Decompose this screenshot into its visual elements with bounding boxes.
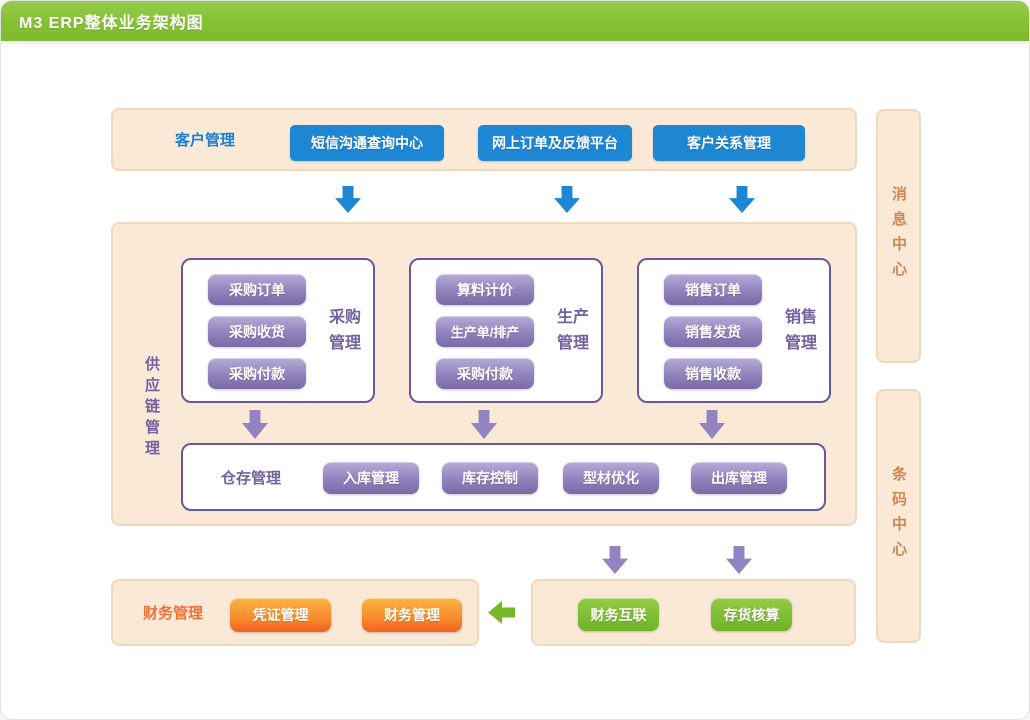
sales-management-group: 销售订单 销售发货 销售收款 销售管理 xyxy=(637,258,831,403)
purchase-receipt-button[interactable]: 采购收货 xyxy=(208,316,306,347)
production-order-scheduling-button[interactable]: 生产单/排产 xyxy=(436,316,534,347)
title-bar: M3 ERP整体业务架构图 xyxy=(1,1,1029,41)
supply-chain-label: 供应链管理 xyxy=(143,356,160,461)
down-arrow-icon xyxy=(554,186,580,213)
down-arrow-icon xyxy=(699,410,725,439)
down-arrow-icon xyxy=(335,186,361,213)
page-title: M3 ERP整体业务架构图 xyxy=(19,15,204,32)
finance-management-button[interactable]: 财务管理 xyxy=(362,598,462,632)
purchase-payment-button[interactable]: 采购付款 xyxy=(436,358,534,389)
barcode-center-panel: 条码中心 xyxy=(876,389,921,643)
inbound-management-button[interactable]: 入库管理 xyxy=(323,462,419,494)
message-center-label: 消息中心 xyxy=(890,186,907,286)
production-management-label: 生产管理 xyxy=(556,308,589,352)
diagram-canvas: 客户管理 短信沟通查询中心 网上订单及反馈平台 客户关系管理 供应链管理 采购订… xyxy=(1,41,1029,719)
purchase-order-button[interactable]: 采购订单 xyxy=(208,274,306,305)
purchase-payment-button[interactable]: 采购付款 xyxy=(208,358,306,389)
message-center-panel: 消息中心 xyxy=(876,109,921,363)
outbound-management-button[interactable]: 出库管理 xyxy=(691,462,787,494)
sales-order-button[interactable]: 销售订单 xyxy=(664,274,762,305)
sales-receipt-button[interactable]: 销售收款 xyxy=(664,358,762,389)
warehouse-management-label: 仓存管理 xyxy=(221,469,282,487)
down-arrow-icon xyxy=(471,410,497,439)
left-arrow-icon xyxy=(488,601,515,624)
voucher-management-button[interactable]: 凭证管理 xyxy=(230,598,331,632)
down-arrow-icon xyxy=(726,546,752,574)
profile-optimization-button[interactable]: 型材优化 xyxy=(563,462,659,494)
down-arrow-icon xyxy=(602,546,628,574)
production-management-group: 算料计价 生产单/排产 采购付款 生产管理 xyxy=(409,258,603,403)
purchase-management-group: 采购订单 采购收货 采购付款 采购管理 xyxy=(181,258,375,403)
warehouse-management-box: 仓存管理 入库管理 库存控制 型材优化 出库管理 xyxy=(181,443,826,511)
finance-integration-section: 财务互联 存货核算 xyxy=(531,579,856,646)
down-arrow-icon xyxy=(242,410,268,439)
customer-management-section: 客户管理 短信沟通查询中心 网上订单及反馈平台 客户关系管理 xyxy=(111,108,857,171)
down-arrow-icon xyxy=(729,186,755,213)
purchase-management-label: 采购管理 xyxy=(328,308,361,352)
online-order-feedback-button[interactable]: 网上订单及反馈平台 xyxy=(478,125,632,161)
inventory-control-button[interactable]: 库存控制 xyxy=(442,462,538,494)
finance-section-label: 财务管理 xyxy=(143,605,204,622)
supply-chain-section: 供应链管理 采购订单 采购收货 采购付款 采购管理 算料计价 生产单/排产 采购… xyxy=(111,222,857,526)
inventory-accounting-button[interactable]: 存货核算 xyxy=(711,598,792,631)
barcode-center-label: 条码中心 xyxy=(890,466,907,566)
customer-section-label: 客户管理 xyxy=(175,132,236,149)
finance-management-section: 财务管理 凭证管理 财务管理 xyxy=(111,579,479,646)
sales-delivery-button[interactable]: 销售发货 xyxy=(664,316,762,347)
sales-management-label: 销售管理 xyxy=(784,308,817,352)
crm-button[interactable]: 客户关系管理 xyxy=(653,125,805,161)
sms-query-center-button[interactable]: 短信沟通查询中心 xyxy=(290,125,444,161)
material-pricing-button[interactable]: 算料计价 xyxy=(436,274,534,305)
finance-interconnect-button[interactable]: 财务互联 xyxy=(578,598,659,631)
